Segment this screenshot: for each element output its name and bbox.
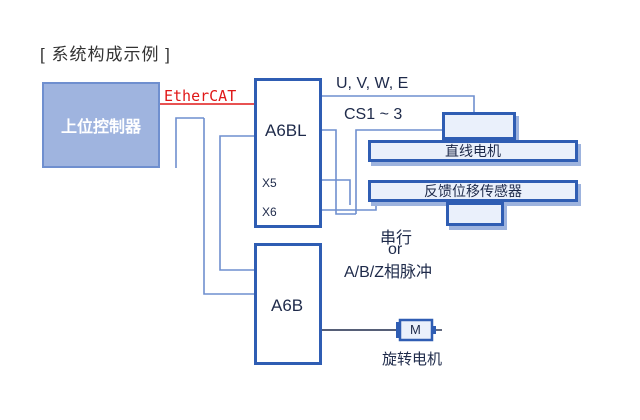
controller-box: 上位控制器 — [42, 82, 160, 168]
x6-port-label: X6 — [262, 205, 277, 219]
feedback-sensor: 反馈位移传感器 — [368, 180, 578, 202]
x5-port-label: X5 — [262, 176, 277, 190]
cs-line — [322, 129, 356, 215]
x6-line — [316, 196, 377, 211]
a6b-drive: A6B — [254, 243, 322, 365]
rotary-motor-label: 旋转电机 — [382, 351, 443, 368]
cs-to-motor-line — [355, 129, 442, 214]
ctrl-link-line — [175, 117, 204, 168]
a6bl-drive: A6BL — [254, 78, 322, 228]
linear-motor-label: 直线电机 — [445, 143, 501, 159]
cs-label: CS1 ~ 3 — [344, 106, 403, 123]
linear-motor: 直线电机 — [368, 140, 578, 162]
feedback-sensor-label: 反馈位移传感器 — [424, 183, 522, 199]
controller-label: 上位控制器 — [60, 119, 141, 136]
ethercat-label: EtherCAT — [164, 87, 237, 105]
motor-head — [442, 112, 516, 140]
a6b-label: A6B — [271, 296, 304, 315]
serial-label: 串行 — [380, 230, 413, 247]
sensor-head — [446, 202, 504, 226]
abz-label: A/B/Z相脉冲 — [344, 264, 433, 281]
x5-line — [310, 179, 351, 205]
motor-symbol-label: M — [410, 322, 421, 337]
uvwe-label: U, V, W, E — [336, 75, 409, 92]
a6bl-a6b-line — [219, 135, 254, 271]
uvwe-line — [322, 95, 475, 112]
page-title: [ 系统构成示例 ] — [40, 45, 171, 64]
ctrl-to-a6b-line — [203, 118, 254, 295]
a6bl-label: A6BL — [265, 121, 307, 140]
or-label: or — [388, 241, 403, 258]
